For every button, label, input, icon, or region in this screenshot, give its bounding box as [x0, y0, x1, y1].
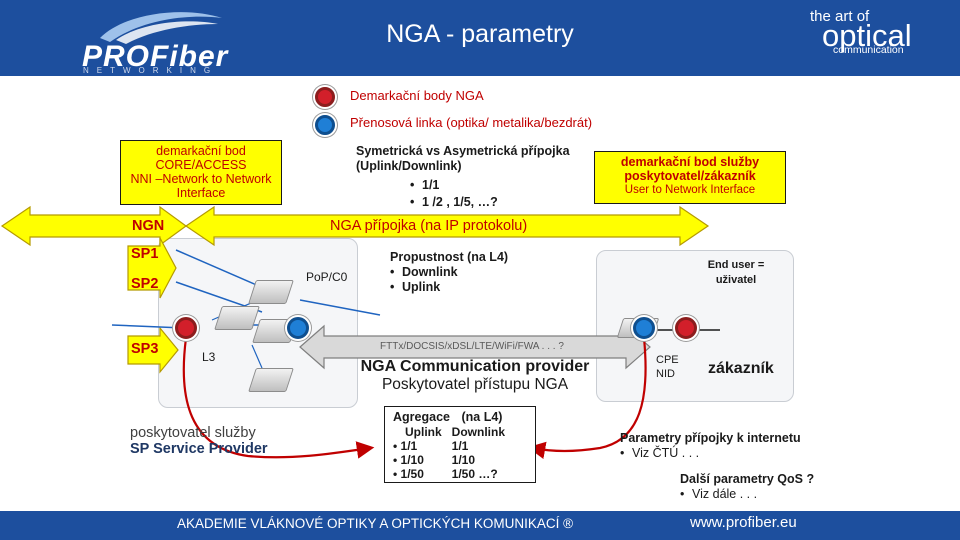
footer-academy-text: AKADEMIE VLÁKNOVÉ OPTIKY A OPTICKÝCH KOM… [177, 516, 574, 531]
customer-label: zákazník [708, 360, 774, 377]
core-access-line4: Interface [176, 186, 226, 200]
profiber-logo-text: PROFiber [82, 40, 229, 73]
service-provider-en: SP Service Provider [130, 441, 268, 457]
nid-label: NID [656, 368, 675, 380]
service-point-box: demarkační bod služby poskytovatel/zákaz… [594, 151, 786, 204]
provider-line1: NGA Communication provider [360, 358, 590, 375]
pop-label: PoP/C0 [306, 270, 348, 284]
aggregation-box: Agregace (na L4) Uplink Downlink • 1/1 1… [384, 406, 536, 483]
aggregation-table: Uplink Downlink • 1/1 1/1 • 1/10 1/10 • … [393, 425, 515, 481]
symmetry-item: 1 /2 , 1/5, …? [410, 194, 498, 211]
sp1-label: SP1 [131, 246, 159, 262]
technology-label: FTTx/DOCSIS/xDSL/LTE/WiFi/FWA . . . ? [380, 341, 564, 352]
aggregation-col-uplink: Uplink [405, 425, 442, 439]
core-access-box: demarkační bod CORE/ACCESS NNI –Network … [120, 140, 282, 205]
service-point-line1: demarkační bod služby [620, 155, 760, 169]
end-user-line1: End user = [707, 259, 765, 271]
throughput-heading: Propustnost (na L4) [390, 250, 509, 264]
header-band [0, 0, 960, 76]
transmission-blue-dot-icon [633, 317, 655, 339]
footer-band [0, 511, 960, 540]
aggregation-uplink-cell: • 1/10 [393, 453, 424, 467]
legend-demarcation-label: Demarkační body NGA [350, 88, 484, 103]
fiber-line-left [111, 324, 185, 329]
aggregation-heading-b: (na L4) [461, 410, 503, 424]
sp3-label: SP3 [131, 341, 159, 357]
page-title: NGA - parametry [386, 20, 574, 48]
table-row: • 1/50 1/50 …? [393, 467, 515, 481]
l3-label: L3 [202, 350, 216, 364]
internet-params-heading: Parametry přípojky k internetu [620, 431, 801, 445]
transmission-arrow [299, 324, 651, 370]
provider-line2: Poskytovatel přístupu NGA [381, 376, 569, 393]
red-dot-icon [315, 87, 335, 107]
aggregation-downlink-cell: 1/1 [451, 439, 469, 453]
blue-dot-icon [315, 115, 335, 135]
nga-label: NGA přípojka (na IP protokolu) [330, 218, 528, 234]
symmetry-list: 1/1 1 /2 , 1/5, …? [410, 177, 498, 211]
end-user-line2: uživatel [715, 274, 757, 286]
footer-website-link[interactable]: www.profiber.eu [690, 514, 797, 531]
device-link-2 [251, 344, 263, 369]
brand-tagline-sub: communication [833, 44, 904, 56]
aggregation-header-row: Uplink Downlink [393, 425, 515, 439]
demarcation-red-dot-icon [675, 317, 697, 339]
qos-params-list: Viz dále . . . [680, 487, 757, 501]
internet-params-item: Viz ČTÚ . . . [620, 446, 699, 460]
sp2-label: SP2 [131, 276, 159, 292]
uplink-value: 1/50 [400, 467, 424, 481]
network-switch-icon [248, 280, 294, 304]
aggregation-heading: Agregace (na L4) [393, 410, 535, 424]
provider-label: NGA Communication provider Poskytovatel … [352, 358, 598, 394]
curve-arrow-right [527, 337, 647, 460]
symmetry-heading: Symetrická vs Asymetrická přípojka (Upli… [356, 144, 570, 173]
brand-tagline-small: the art of [810, 8, 870, 25]
end-user-label: End user = uživatel [706, 258, 766, 288]
throughput-list: Downlink Uplink [390, 265, 458, 295]
aggregation-uplink-cell: • 1/50 [393, 467, 424, 481]
network-switch-icon [248, 368, 294, 392]
service-point-line3: User to Network Interface [624, 184, 756, 196]
internet-params-list: Viz ČTÚ . . . [620, 446, 699, 460]
qos-params-heading: Další parametry QoS ? [680, 472, 815, 486]
aggregation-col-downlink: Downlink [451, 425, 506, 439]
uplink-value: 1/10 [400, 453, 424, 467]
sp3-arrow [127, 326, 179, 374]
legend-transmission-label: Přenosová linka (optika/ metalika/bezdrá… [350, 115, 593, 130]
networking-logo-text: NETWORKING [83, 66, 219, 75]
aggregation-uplink-cell: • 1/1 [393, 439, 418, 453]
profiber-swoosh-icon [100, 12, 222, 44]
core-access-line2: CORE/ACCESS [155, 158, 247, 172]
transmission-blue-dot-icon [287, 317, 309, 339]
brand-tagline-big: optical [822, 18, 912, 53]
qos-params-item: Viz dále . . . [680, 487, 757, 501]
service-point-line2: poskytovatel/zákazník [624, 169, 756, 183]
table-row: • 1/10 1/10 [393, 453, 515, 467]
throughput-item: Uplink [390, 280, 458, 295]
aggregation-heading-a: Agregace [393, 410, 450, 424]
aggregation-downlink-cell: 1/10 [451, 453, 476, 467]
curve-arrow-left [182, 337, 375, 459]
core-access-line1: demarkační bod [156, 144, 246, 158]
symmetry-item: 1/1 [410, 177, 498, 194]
sp1-sp2-arrow [127, 237, 177, 299]
fiber-line-pop-out [299, 299, 381, 316]
ngn-label: NGN [132, 218, 165, 234]
aggregation-downlink-cell: 1/50 …? [451, 467, 498, 481]
throughput-item: Downlink [390, 265, 458, 280]
cpe-label: CPE [656, 354, 679, 366]
core-access-line3: NNI –Network to Network [130, 172, 272, 186]
demarcation-red-dot-icon [175, 317, 197, 339]
network-switch-icon [214, 306, 260, 330]
service-provider-cz: poskytovatel služby [130, 425, 256, 441]
fiber-line-sp1 [175, 249, 269, 291]
table-row: • 1/1 1/1 [393, 439, 515, 453]
nga-arrow [184, 205, 710, 247]
uplink-value: 1/1 [400, 439, 418, 453]
